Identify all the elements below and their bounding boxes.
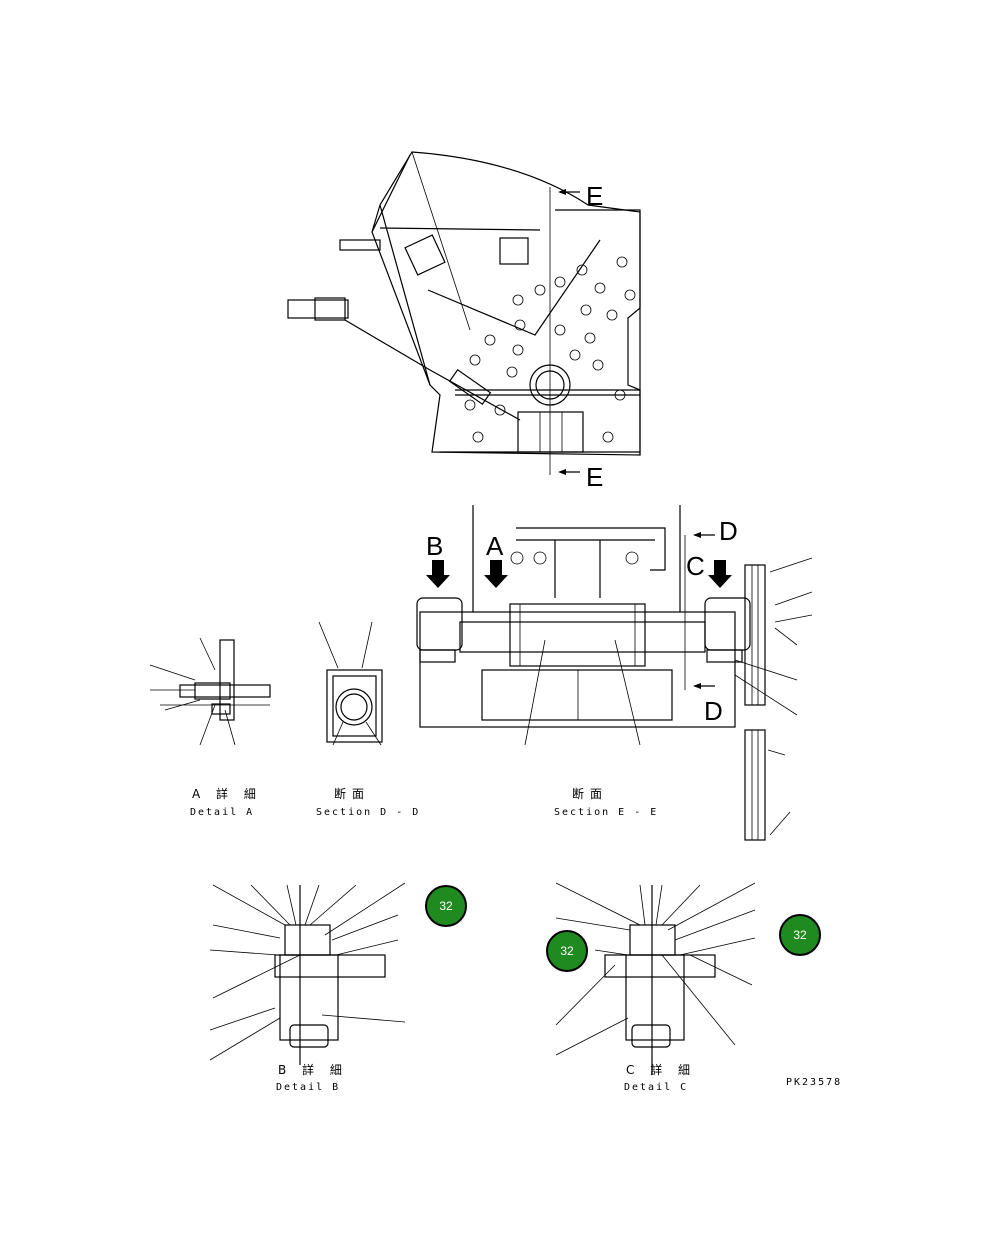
detail-c-en-label: Detail C bbox=[624, 1082, 688, 1093]
crusher-side-view bbox=[287, 151, 641, 475]
detail-c-jp-label: C 詳 細 bbox=[626, 1062, 696, 1077]
lube-mark-c-left-text: 32 bbox=[560, 944, 574, 958]
section-marker-e-bottom: E bbox=[586, 462, 603, 492]
detail-b-jp-label: B 詳 細 bbox=[278, 1062, 348, 1077]
detail-a-en-label: Detail A bbox=[190, 807, 254, 818]
lube-mark-c-right: 32 bbox=[779, 914, 821, 956]
section-ee-jp-label: 断面 bbox=[572, 786, 608, 801]
section-d-d-view bbox=[318, 621, 383, 746]
lube-mark-b: 32 bbox=[425, 885, 467, 927]
detail-b-en-label: Detail B bbox=[276, 1082, 340, 1093]
detail-c-view bbox=[555, 882, 756, 1075]
detail-b-view bbox=[209, 882, 406, 1065]
section-marker-e-top: E bbox=[586, 181, 603, 211]
section-e-e-view bbox=[416, 505, 813, 841]
detail-a-jp-label: A 詳 細 bbox=[192, 786, 262, 801]
section-ee-en-label: Section E - E bbox=[554, 807, 658, 818]
section-dd-jp-label: 断面 bbox=[334, 786, 370, 801]
section-marker-b: B bbox=[426, 531, 443, 561]
drawing-number: PK23578 bbox=[786, 1077, 842, 1088]
bolt-marks bbox=[464, 256, 636, 443]
section-marker-a: A bbox=[486, 531, 504, 561]
section-dd-en-label: Section D - D bbox=[316, 807, 420, 818]
section-marker-d-top: D bbox=[719, 516, 738, 546]
section-marker-c: C bbox=[686, 551, 705, 581]
section-marker-d-bottom: D bbox=[704, 696, 723, 726]
detail-a-view bbox=[149, 637, 271, 746]
lube-mark-c-left: 32 bbox=[546, 930, 588, 972]
lube-mark-b-text: 32 bbox=[439, 899, 453, 913]
lube-mark-c-right-text: 32 bbox=[793, 928, 807, 942]
